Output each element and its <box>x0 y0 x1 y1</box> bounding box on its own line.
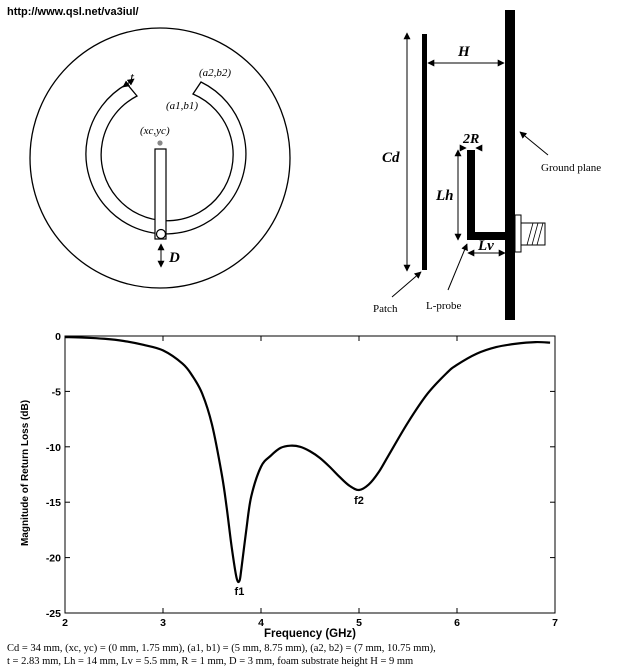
l-probe-vertical <box>467 150 475 240</box>
annotation-f1: f1 <box>235 586 245 598</box>
y-tick-label: -5 <box>52 386 61 398</box>
chart-ticks: 2 3 4 5 6 7 0 -5 -10 -15 -20 -25 <box>46 331 558 629</box>
annotation-f2: f2 <box>354 495 364 507</box>
x-axis-label: Frequency (GHz) <box>264 628 356 640</box>
center-point <box>157 140 163 146</box>
d-label: D <box>168 250 180 266</box>
chart-series <box>64 336 551 584</box>
a1b1-label: (a1,b1) <box>166 100 198 112</box>
y-tick-label: 0 <box>55 331 61 343</box>
y-tick-label: -25 <box>46 608 61 620</box>
source-url[interactable]: http://www.qsl.net/va3iul/ <box>7 6 139 18</box>
ground-plane-bar <box>505 10 515 320</box>
ground-plane-label: Ground plane <box>541 162 601 174</box>
x-tick-label: 3 <box>160 617 166 629</box>
x-tick-label: 6 <box>454 617 460 629</box>
ground-plane-pointer <box>519 131 549 156</box>
t-arrow <box>122 78 135 88</box>
lh-label: Lh <box>435 188 454 204</box>
lv-label: Lv <box>477 238 494 254</box>
return-loss-line <box>64 336 551 584</box>
y-axis-label: Magnitude of Return Loss (dB) <box>20 400 31 546</box>
xcyc-label: (xc,yc) <box>140 125 170 137</box>
cd-label: Cd <box>382 150 400 166</box>
caption-line-1: Cd = 34 mm, (xc, yc) = (0 mm, 1.75 mm), … <box>7 643 436 654</box>
x-tick-label: 7 <box>552 617 558 629</box>
x-tick-label: 5 <box>356 617 362 629</box>
l-probe-pointer <box>447 243 468 291</box>
patch-pointer <box>391 271 422 298</box>
connector-thread <box>526 222 544 246</box>
caption-line-2: t = 2.83 mm, Lh = 14 mm, Lv = 5.5 mm, R … <box>7 656 414 667</box>
x-tick-label: 2 <box>62 617 68 629</box>
y-tick-label: -20 <box>46 553 61 565</box>
l-probe-label: L-probe <box>426 300 462 312</box>
two-r-label: 2R <box>462 132 479 147</box>
plot-frame <box>64 335 556 614</box>
a2b2-label: (a2,b2) <box>199 67 231 79</box>
t-label: t <box>130 71 135 86</box>
y-tick-label: -15 <box>46 497 61 509</box>
y-tick-label: -10 <box>46 442 61 454</box>
patch-label: Patch <box>373 303 398 315</box>
x-tick-label: 4 <box>258 617 264 629</box>
caption: Cd = 34 mm, (xc, yc) = (0 mm, 1.75 mm), … <box>7 642 612 668</box>
chart-annotations: f1 f2 <box>235 495 364 598</box>
patch-plate <box>422 34 427 270</box>
l-probe-horizontal <box>467 232 515 240</box>
chart-axes <box>64 335 556 614</box>
circular-patch <box>29 27 291 289</box>
h-label: H <box>457 44 471 60</box>
probe-point <box>155 228 167 240</box>
